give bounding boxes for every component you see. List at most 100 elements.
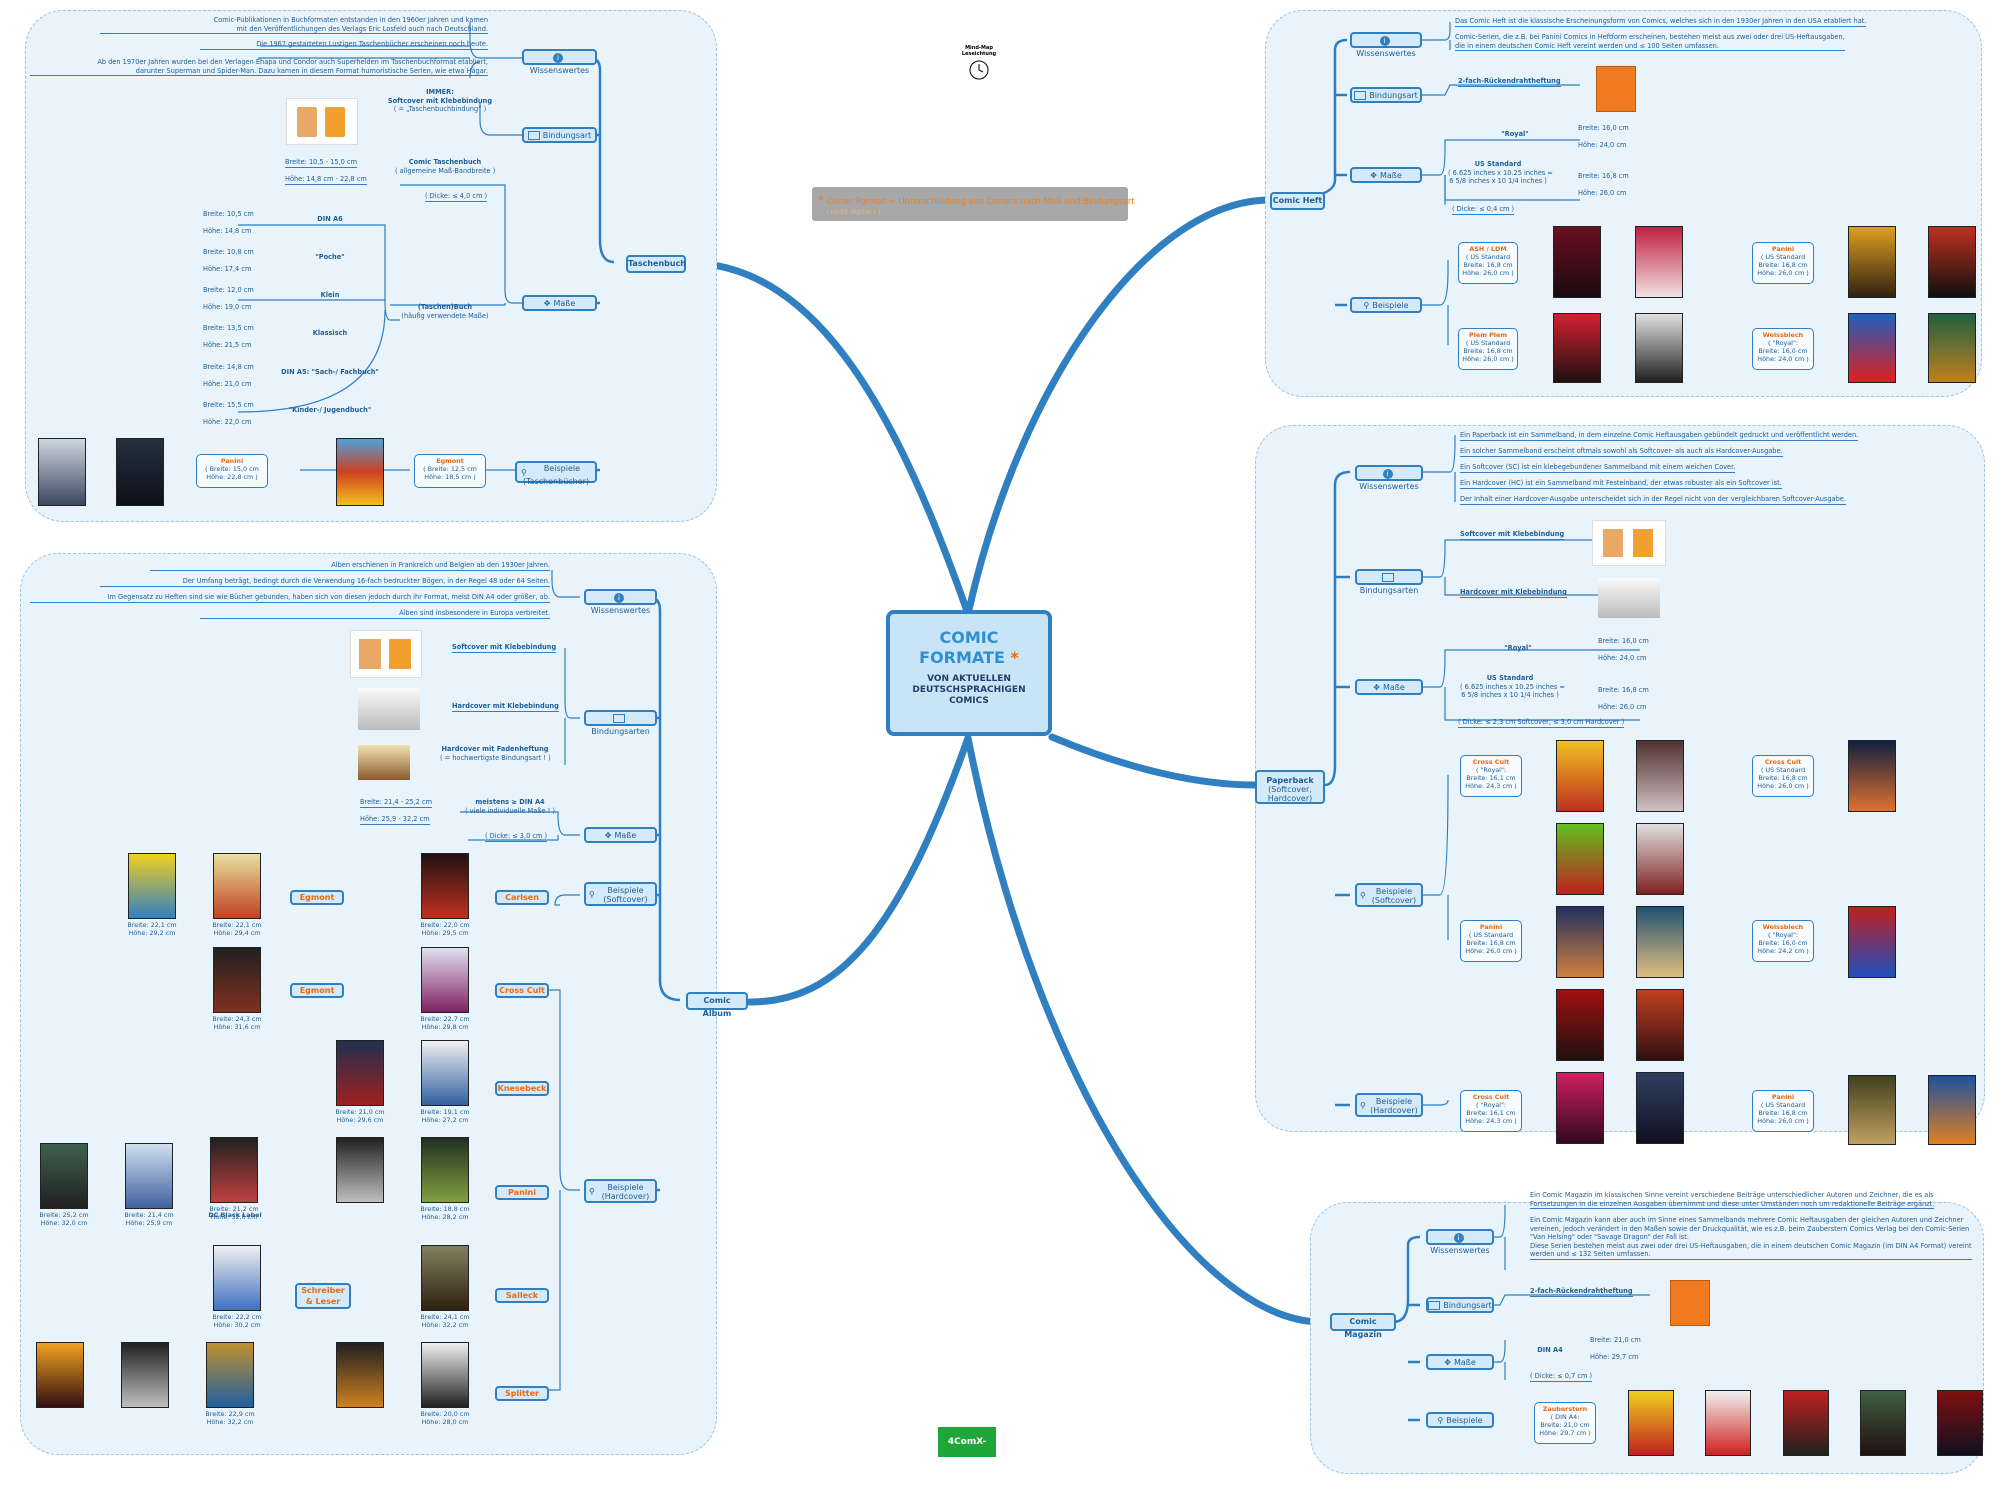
node-heft-masse[interactable]: ✥Maße [1350, 167, 1422, 183]
album-pub-egmont[interactable]: Egmont [290, 983, 344, 998]
node-album-masse[interactable]: ✥Maße [584, 827, 657, 843]
mag-pub-zauber-l2: Breite: 21,0 cm [1540, 1421, 1590, 1429]
node-tb-beispiele[interactable]: ⚲Beispiele (Taschenbücher) [515, 461, 597, 486]
mag-info-1a: Ein Comic Magazin im klassischen Sinne v… [1530, 1191, 1934, 1199]
node-heft[interactable]: Comic Heft [1270, 192, 1325, 210]
tb-size-hoehe-label: Höhe: [203, 265, 223, 273]
pb-pub-cc1-l2: Breite: 16,1 cm [1466, 774, 1516, 782]
tb-tbuch-sub: (häufig verwendete Maße) [401, 311, 489, 320]
node-album-bindung[interactable]: Bindungsarten [584, 710, 657, 736]
node-mag-wissen[interactable]: iWissenswertes [1426, 1229, 1494, 1255]
pb-us-b: Breite: 16,8 cm [1598, 686, 1649, 694]
node-album-wissen[interactable]: iWissenswertes [584, 589, 657, 615]
album-cover-1 [213, 853, 261, 919]
album-dim-h: 29,6 cm [357, 1116, 384, 1124]
heft-dicke: ( Dicke: ≤ 0,4 cm ) [1452, 205, 1515, 215]
album-dim-b: 22,1 cm [150, 921, 177, 929]
heft-cover-6 [1928, 226, 1976, 298]
node-pb-bindung[interactable]: Bindungsarten [1355, 569, 1423, 595]
node-heft-wissen[interactable]: iWissenswertes [1350, 32, 1422, 58]
clock-icon [969, 60, 989, 80]
central-node[interactable]: COMIC FORMATE * VON AKTUELLEN DEUTSCHSPR… [886, 610, 1052, 736]
album-pub-1[interactable]: Cross Cult [495, 983, 549, 998]
album-pub-3[interactable]: Panini [495, 1185, 549, 1200]
heft-royal: "Royal" [1501, 130, 1529, 138]
mag-info-1: Ein Comic Magazin im klassischen Sinne v… [1530, 1191, 1935, 1210]
tb-bind-sub: Softcover mit Klebebindung [387, 96, 493, 105]
heft-pub-panini-l1: ( US Standard [1760, 253, 1806, 261]
album-dim-b-label: Breite: [420, 1205, 442, 1213]
album-cover-8 [125, 1143, 173, 1209]
tb-pub-panini-l1: ( Breite: 15,0 cm [205, 465, 259, 473]
album-pub-0[interactable]: Carlsen [495, 890, 549, 905]
tb-comic-tb-sub: ( allgemeine Maß-Bandbreite ) [395, 166, 496, 175]
heft-staple-image [1596, 66, 1636, 112]
node-mag-bindung[interactable]: Bindungsart [1426, 1297, 1494, 1313]
node-pb-wissen[interactable]: iWissenswertes [1355, 465, 1423, 491]
pb-royal: "Royal" [1504, 644, 1532, 652]
heft-us-b-label: Breite: [1578, 172, 1600, 180]
node-tb-bindung[interactable]: Bindungsart [522, 127, 597, 143]
pb-us-h-val: 26,0 cm [1619, 703, 1647, 711]
heft-royal-b: Breite: 16,0 cm [1578, 124, 1629, 132]
node-album[interactable]: Comic Album [686, 992, 748, 1018]
tb-size-breite-val: 10,5 cm [226, 210, 254, 218]
node-taschenbuch[interactable]: Taschenbuch [626, 255, 686, 273]
tb-pub-panini-l2: Höhe: 22,8 cm ) [206, 473, 258, 481]
pb-pub-panini2-l1: ( US Standard [1760, 1101, 1806, 1109]
node-album-beispiele-hard[interactable]: ⚲Beispiele (Hardcover) [584, 1179, 657, 1203]
album-pub-5[interactable]: Splitter [495, 1386, 549, 1401]
node-tb-wissen[interactable]: iWissenswertes [522, 49, 597, 75]
measure-icon: ✥ [1370, 171, 1377, 180]
heft-pub-ash-l3: Höhe: 26,0 cm ) [1462, 269, 1514, 277]
pb-dicke: ( Dicke: ≤ 2,3 cm Softcover, ≤ 3,0 cm Ha… [1458, 718, 1625, 728]
pb-cover-11 [1556, 1072, 1604, 1144]
album-dim-h: 29,4 cm [234, 929, 261, 937]
region-taschenbuch [25, 10, 717, 522]
album-pub-schreiber[interactable]: Schreiber & Leser [295, 1283, 351, 1309]
node-pb-beispiele-soft[interactable]: ⚲Beispiele (Softcover) [1355, 883, 1423, 907]
node-heft-bindung[interactable]: Bindungsart [1350, 87, 1422, 103]
album-pub-4[interactable]: Salleck [495, 1288, 549, 1303]
node-heft-beispiele[interactable]: ⚲Beispiele [1350, 297, 1422, 313]
node-paperback[interactable]: Paperback(Softcover, Hardcover) [1255, 770, 1325, 804]
tb-info-1: Comic-Publikationen in Buchformaten ents… [100, 16, 488, 35]
album-info-2: Der Umfang beträgt, bedingt durch die Ve… [100, 577, 550, 587]
album-pub-2[interactable]: Knesebeck [495, 1081, 549, 1096]
tb-size-hoehe-val: 22,0 cm [224, 418, 252, 426]
tb-size-name: Klassisch [312, 329, 348, 337]
album-pub-egmont[interactable]: Egmont [290, 890, 344, 905]
node-mag-masse[interactable]: ✥Maße [1426, 1354, 1494, 1370]
node-mag-beispiele[interactable]: ⚲Beispiele [1426, 1412, 1494, 1428]
pb-pub-weiss-l3: Höhe: 24,2 cm ) [1757, 947, 1809, 955]
node-album-beispiele-soft[interactable]: ⚲Beispiele (Softcover) [584, 882, 657, 906]
node-pb-masse[interactable]: ✥Maße [1355, 679, 1423, 695]
pb-cover-1 [1556, 740, 1604, 812]
pb-pub-panini-name: Panini [1479, 923, 1503, 931]
node-pb-beispiele-soft-label: Beispiele (Softcover) [1371, 887, 1417, 905]
node-magazin[interactable]: Comic Magazin [1330, 1313, 1396, 1339]
stamp-line1: Mind-Map [965, 45, 993, 51]
note-line2: ( nicht digital ! ) [826, 208, 881, 216]
mag-cover-2 [1705, 1390, 1751, 1456]
node-pb-beispiele-hard[interactable]: ⚲Beispiele (Hardcover) [1355, 1093, 1423, 1117]
pb-cover-8 [1848, 906, 1896, 978]
node-paperback-label: Paperback [1266, 776, 1314, 785]
node-tb-masse[interactable]: ✥Maße [522, 295, 597, 311]
